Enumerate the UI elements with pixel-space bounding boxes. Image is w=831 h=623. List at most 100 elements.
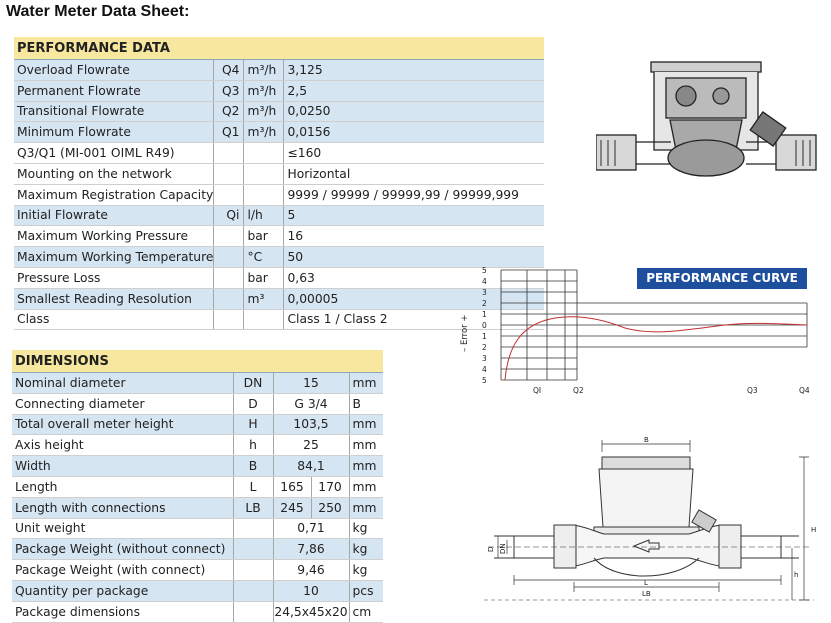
dimension-value-1: 245 bbox=[272, 497, 311, 519]
performance-symbol: Q1 bbox=[213, 121, 244, 144]
performance-label: Maximum Working Pressure bbox=[14, 225, 214, 248]
meter-illustration bbox=[596, 61, 817, 177]
dimension-value: 0,71 bbox=[272, 518, 349, 540]
performance-value: 2,5 bbox=[283, 80, 544, 102]
performance-heading-row: PERFORMANCE DATA bbox=[14, 37, 544, 60]
performance-symbol bbox=[213, 225, 244, 248]
performance-unit: bar bbox=[243, 225, 284, 248]
performance-unit: l/h bbox=[243, 205, 284, 227]
label-lb: LB bbox=[642, 590, 651, 598]
performance-label: Q3/Q1 (MI-001 OIML R49) bbox=[14, 142, 214, 164]
performance-symbol: Q2 bbox=[213, 101, 244, 123]
dimension-unit: mm bbox=[348, 497, 383, 519]
performance-value: 50 bbox=[283, 246, 544, 268]
dimension-value: 7,86 bbox=[272, 538, 349, 561]
dimension-symbol bbox=[232, 538, 273, 561]
y-tick-label: 4 bbox=[482, 277, 487, 286]
y-axis-label: – Error + bbox=[460, 315, 470, 353]
dimension-value: 103,5 bbox=[272, 414, 349, 436]
dimension-symbol: LB bbox=[232, 497, 273, 519]
performance-symbol bbox=[213, 142, 244, 164]
page-title: Water Meter Data Sheet: bbox=[6, 3, 190, 20]
performance-symbol bbox=[213, 309, 244, 331]
dimensions-heading-row: DIMENSIONS bbox=[12, 350, 383, 373]
dimension-value: 15 bbox=[272, 372, 349, 394]
performance-heading: PERFORMANCE DATA bbox=[14, 37, 544, 60]
dimension-symbol bbox=[232, 601, 273, 623]
performance-unit bbox=[243, 309, 284, 331]
dimension-unit: mm bbox=[348, 455, 383, 477]
dimension-label: Package Weight (with connect) bbox=[12, 559, 233, 581]
y-tick-label: 3 bbox=[482, 288, 487, 297]
performance-label: Pressure Loss bbox=[14, 267, 214, 289]
performance-unit: bar bbox=[243, 267, 284, 289]
dimension-unit: mm bbox=[348, 476, 383, 498]
dimension-value: 24,5x45x20 bbox=[272, 601, 349, 623]
performance-unit: m³/h bbox=[243, 80, 284, 102]
dimension-value: 84,1 bbox=[272, 455, 349, 477]
performance-label: Mounting on the network bbox=[14, 163, 214, 185]
dimension-label: Axis height bbox=[12, 434, 233, 457]
performance-unit bbox=[243, 184, 284, 206]
performance-label: Overload Flowrate bbox=[14, 59, 214, 81]
y-tick-label: 5 bbox=[482, 266, 487, 275]
performance-label: Initial Flowrate bbox=[14, 205, 214, 227]
dimension-label: Width bbox=[12, 455, 233, 477]
y-tick-label: 2 bbox=[482, 343, 487, 352]
performance-row: Q3/Q1 (MI-001 OIML R49)≤160 bbox=[14, 142, 544, 164]
dimension-symbol: D bbox=[232, 393, 273, 415]
performance-unit bbox=[243, 163, 284, 185]
dimensions-heading: DIMENSIONS bbox=[12, 350, 383, 373]
performance-label: Permanent Flowrate bbox=[14, 80, 214, 102]
performance-value: 9999 / 99999 / 99999,99 / 99999,999 bbox=[283, 184, 544, 206]
performance-label: Minimum Flowrate bbox=[14, 121, 214, 144]
y-tick-label: 1 bbox=[482, 332, 487, 341]
performance-value: Horizontal bbox=[283, 163, 544, 185]
performance-label: Maximum Registration Capacity bbox=[14, 184, 214, 206]
dimension-unit: pcs bbox=[348, 580, 383, 602]
dimension-unit: cm bbox=[348, 601, 383, 623]
dimension-unit: B bbox=[348, 393, 383, 415]
dimension-unit: mm bbox=[348, 372, 383, 394]
performance-label: Smallest Reading Resolution bbox=[14, 288, 214, 310]
dimension-symbol: DN bbox=[232, 372, 273, 394]
y-tick-label: 4 bbox=[482, 365, 487, 374]
performance-unit bbox=[243, 142, 284, 164]
dimension-label: Unit weight bbox=[12, 518, 233, 540]
performance-unit: m³/h bbox=[243, 59, 284, 81]
performance-label: Transitional Flowrate bbox=[14, 101, 214, 123]
x-tick-label: Q4 bbox=[799, 386, 810, 395]
performance-unit: m³/h bbox=[243, 101, 284, 123]
x-tick-label: QI bbox=[533, 386, 541, 395]
dimension-drawing: B H h L LB D DN bbox=[484, 436, 816, 601]
error-curve-line bbox=[504, 316, 808, 381]
dimension-value: 25 bbox=[272, 434, 349, 457]
performance-unit: m³ bbox=[243, 288, 284, 310]
dimension-symbol bbox=[232, 580, 273, 602]
performance-symbol bbox=[213, 184, 244, 206]
x-tick-label: Q2 bbox=[573, 386, 584, 395]
performance-value: 3,125 bbox=[283, 59, 544, 81]
dimension-label: Connecting diameter bbox=[12, 393, 233, 415]
performance-label: Maximum Working Temperature bbox=[14, 246, 214, 268]
performance-value: 0,00005 bbox=[283, 288, 544, 310]
performance-value: 0,0250 bbox=[283, 101, 544, 123]
label-d: D bbox=[487, 547, 495, 552]
label-h-axis: h bbox=[794, 571, 798, 579]
performance-row: Maximum Registration Capacity 9999 / 9999… bbox=[14, 184, 544, 206]
